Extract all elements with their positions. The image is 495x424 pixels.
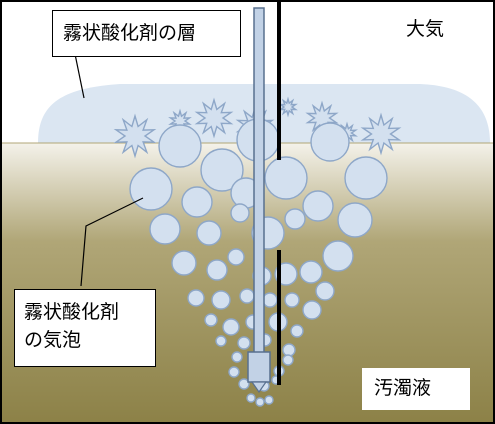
mist-layer-leader-line [74,53,85,99]
bubble [187,289,205,307]
bubble [228,366,240,378]
bubble [238,378,250,390]
bursting-bubble [194,97,234,139]
bubble [158,124,202,168]
pipe-nozzle [247,351,271,383]
bubble [171,250,197,276]
bubble [181,186,213,218]
bubble [299,260,323,284]
bubble [264,395,274,405]
bursting-bubble [278,96,298,118]
mist-bubbles-label-line2: の気泡 [24,329,82,351]
bubble [200,148,244,192]
bursting-bubble [113,113,157,159]
bubble [282,343,296,357]
bubble [237,336,251,350]
bubble [255,397,265,407]
diffuser-pipe [247,7,271,394]
bubble [284,292,300,308]
bubble [302,190,334,222]
mist-layer-label: 霧状酸化剤の層 [52,10,241,57]
bubble [211,290,231,310]
bubble [227,248,245,266]
turbid-liquid-label: 汚濁液 [362,368,470,410]
bubble [310,122,350,162]
bubble [302,300,322,320]
probe-rod-lower [277,250,281,385]
bubble-leader-line [80,197,144,287]
turbid-liquid-label-text: 汚濁液 [374,377,432,399]
bubble [206,259,228,281]
mist-bubbles-label-line1: 霧状酸化剤 [24,301,120,323]
bubble [282,354,294,366]
bursting-bubble [360,112,402,156]
bubble [284,208,306,230]
bubble [215,335,227,347]
pipe-shaft [253,7,265,359]
bubble [262,292,278,308]
bubble [344,156,388,200]
mist-bubbles-label: 霧状酸化剤 の気泡 [14,289,156,367]
bubble [337,202,373,238]
bubble [204,313,218,327]
probe-rod-upper [277,0,281,160]
bubble [230,203,250,223]
bubble [322,240,354,272]
bubble [315,281,335,301]
mist-layer-label-text: 霧状酸化剤の層 [63,22,197,44]
bubble [231,351,243,363]
bubble [239,288,255,304]
atmosphere-label: 大気 [406,17,444,41]
atmosphere-label-text: 大気 [406,18,445,40]
bubble [290,324,304,338]
bubble [222,318,240,336]
pipe-tip [250,381,268,394]
bubble [129,167,173,211]
bubble [196,220,222,246]
bubble [246,393,256,403]
bubble [264,156,308,200]
bubble [149,213,181,245]
